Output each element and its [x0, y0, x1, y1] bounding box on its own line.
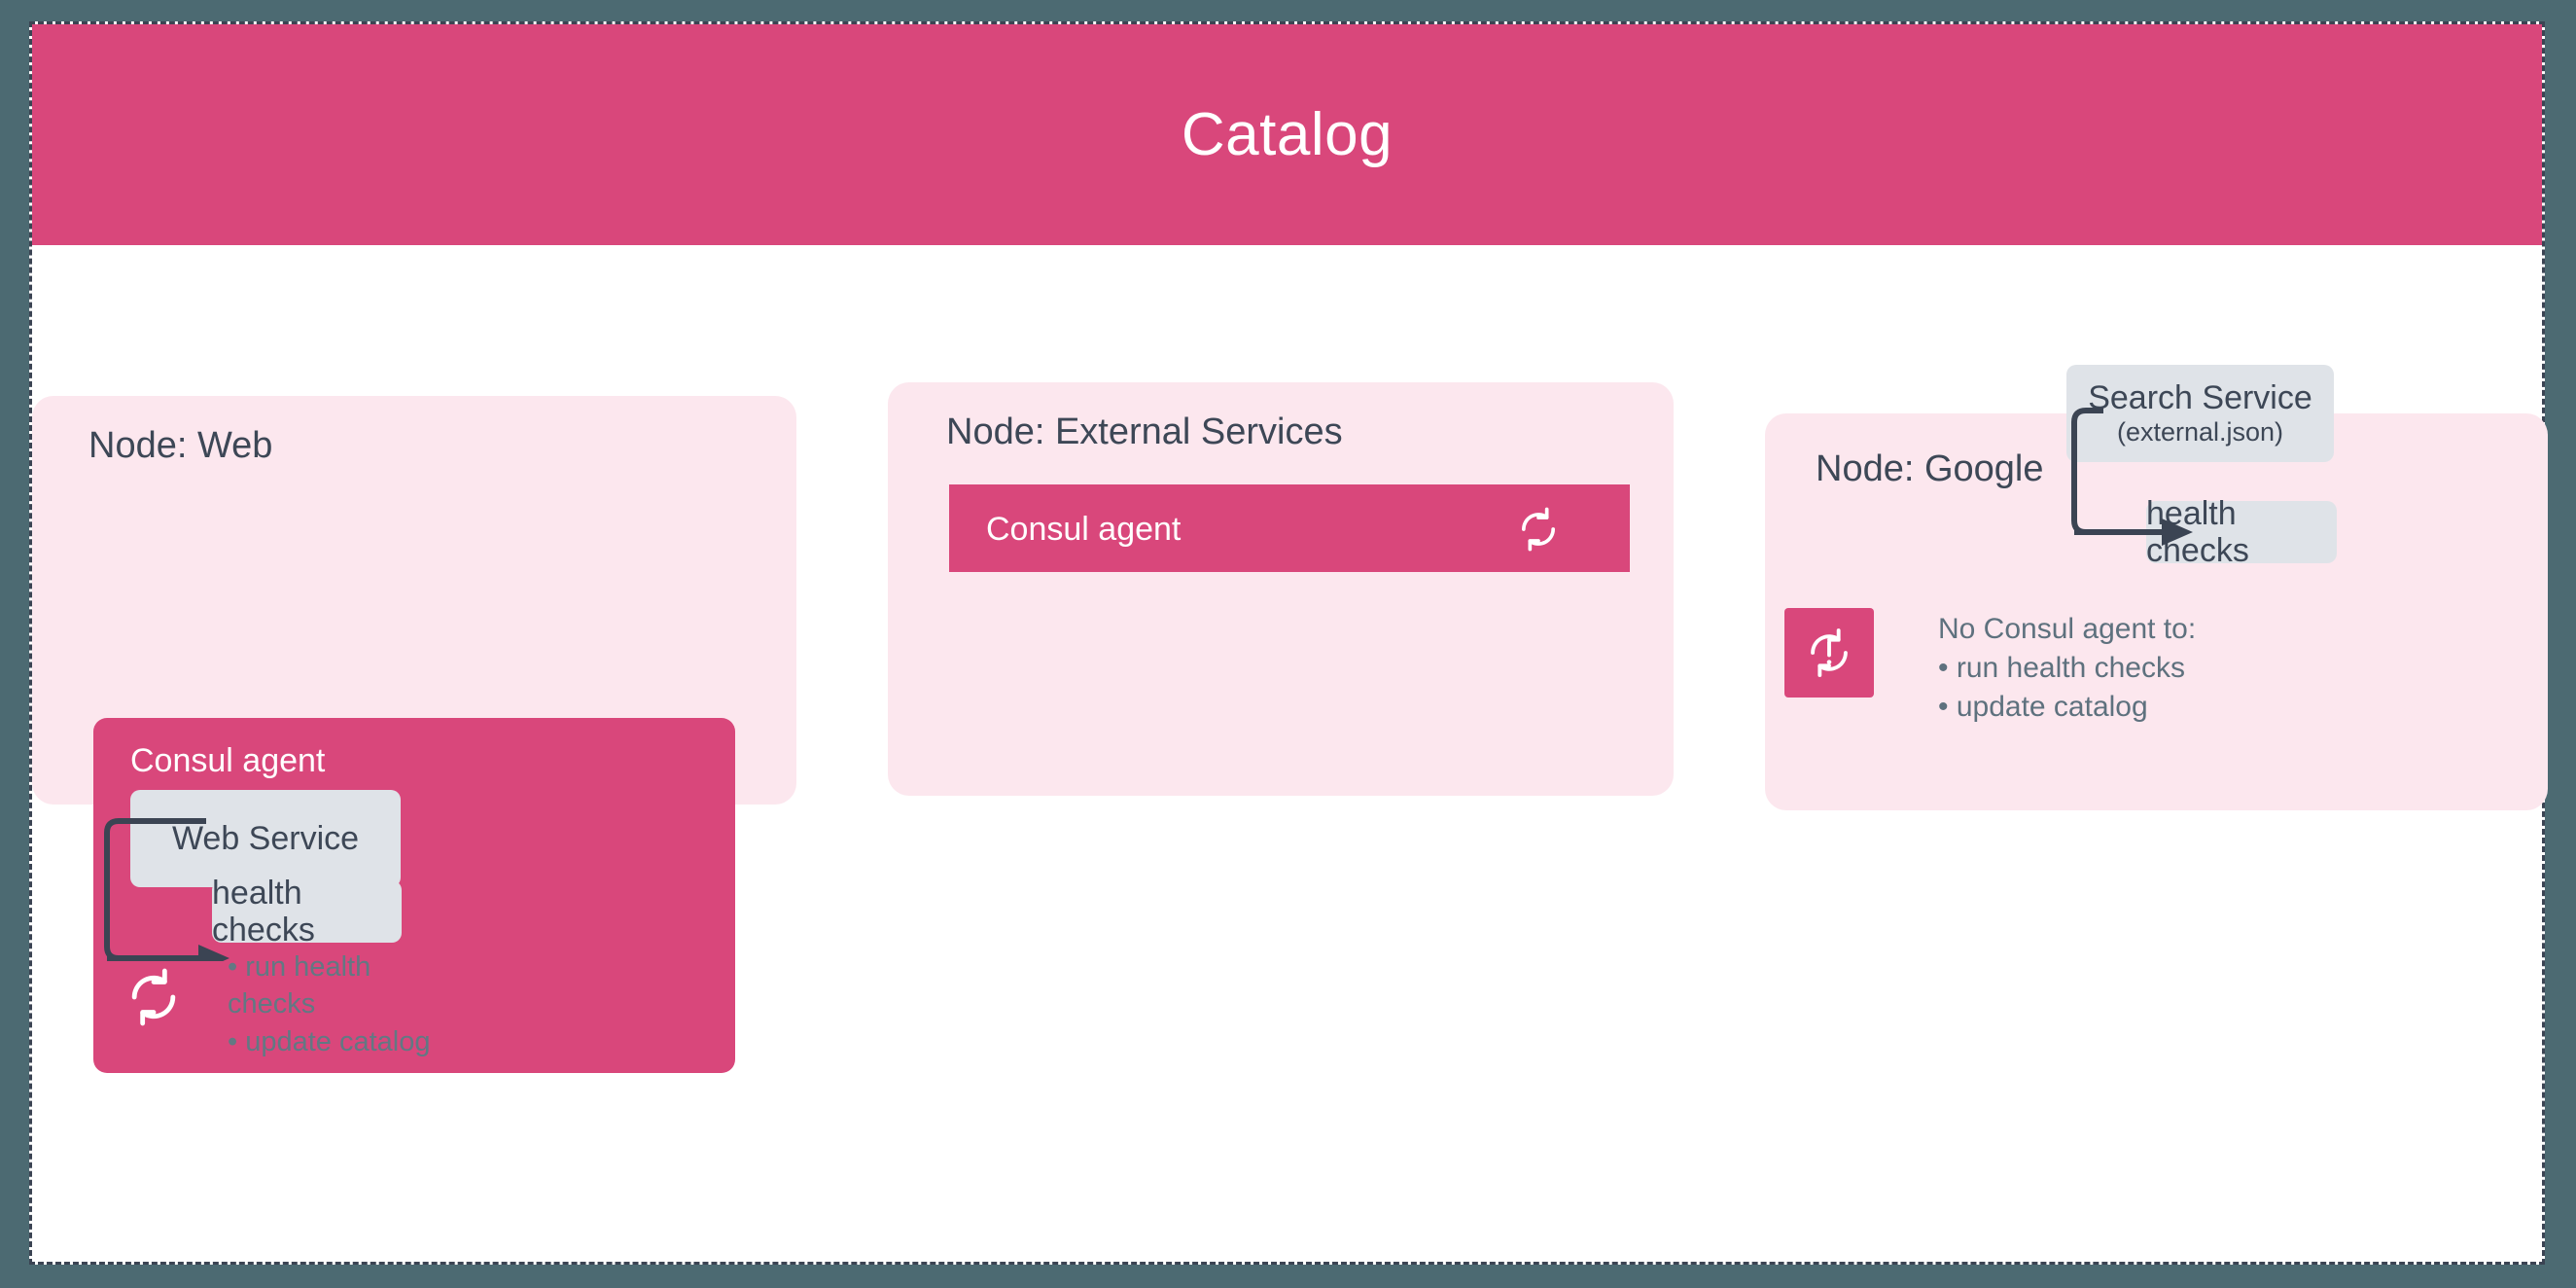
no-agent-note-google: No Consul agent to: • run health checks …: [1938, 613, 2197, 724]
node-panel-google: Node: Google Search Service (external.js…: [1765, 365, 2548, 810]
consul-agent-label-web: Consul agent: [130, 742, 326, 779]
node-panel-web: Node: Web Consul agent Web Service healt…: [32, 396, 796, 1073]
diagram-frame: Catalog Node: Web Consul agent Web Servi…: [29, 21, 2548, 1265]
agent-task-bullets-web: • run health checks • update catalog: [228, 951, 431, 1057]
service-box-web-service: Web Service: [130, 790, 401, 887]
node-label-google: Node: Google: [1816, 448, 2044, 489]
service-subtitle: (external.json): [2116, 416, 2284, 447]
consul-agent-box-web: Consul agent Web Service health checks: [93, 718, 735, 1073]
node-label-external-services: Node: External Services: [946, 411, 1343, 452]
sync-icon: [1521, 507, 1556, 552]
service-name: health checks: [212, 874, 315, 948]
node-panel-external-services: Node: External Services Consul agent: [888, 382, 1674, 796]
service-name: Web Service: [171, 819, 360, 857]
arrow-web-to-healthchecks: [104, 818, 229, 961]
consul-agent-box-external: Consul agent: [949, 484, 1630, 572]
sync-alert-badge: [1784, 608, 1874, 698]
node-label-web: Node: Web: [88, 425, 273, 466]
catalog-header: Catalog: [32, 24, 2542, 245]
consul-agent-label-external: Consul agent: [986, 511, 1182, 548]
sync-icon: [131, 968, 176, 1026]
service-name: Search Service: [2088, 379, 2312, 417]
sync-alert-icon: [1811, 628, 1848, 677]
page-title: Catalog: [1181, 101, 1394, 168]
service-box-search-service: Search Service (external.json): [2066, 365, 2334, 462]
service-box-health-checks-web: health checks: [212, 875, 402, 948]
arrow-search-to-healthchecks: [2071, 408, 2193, 546]
